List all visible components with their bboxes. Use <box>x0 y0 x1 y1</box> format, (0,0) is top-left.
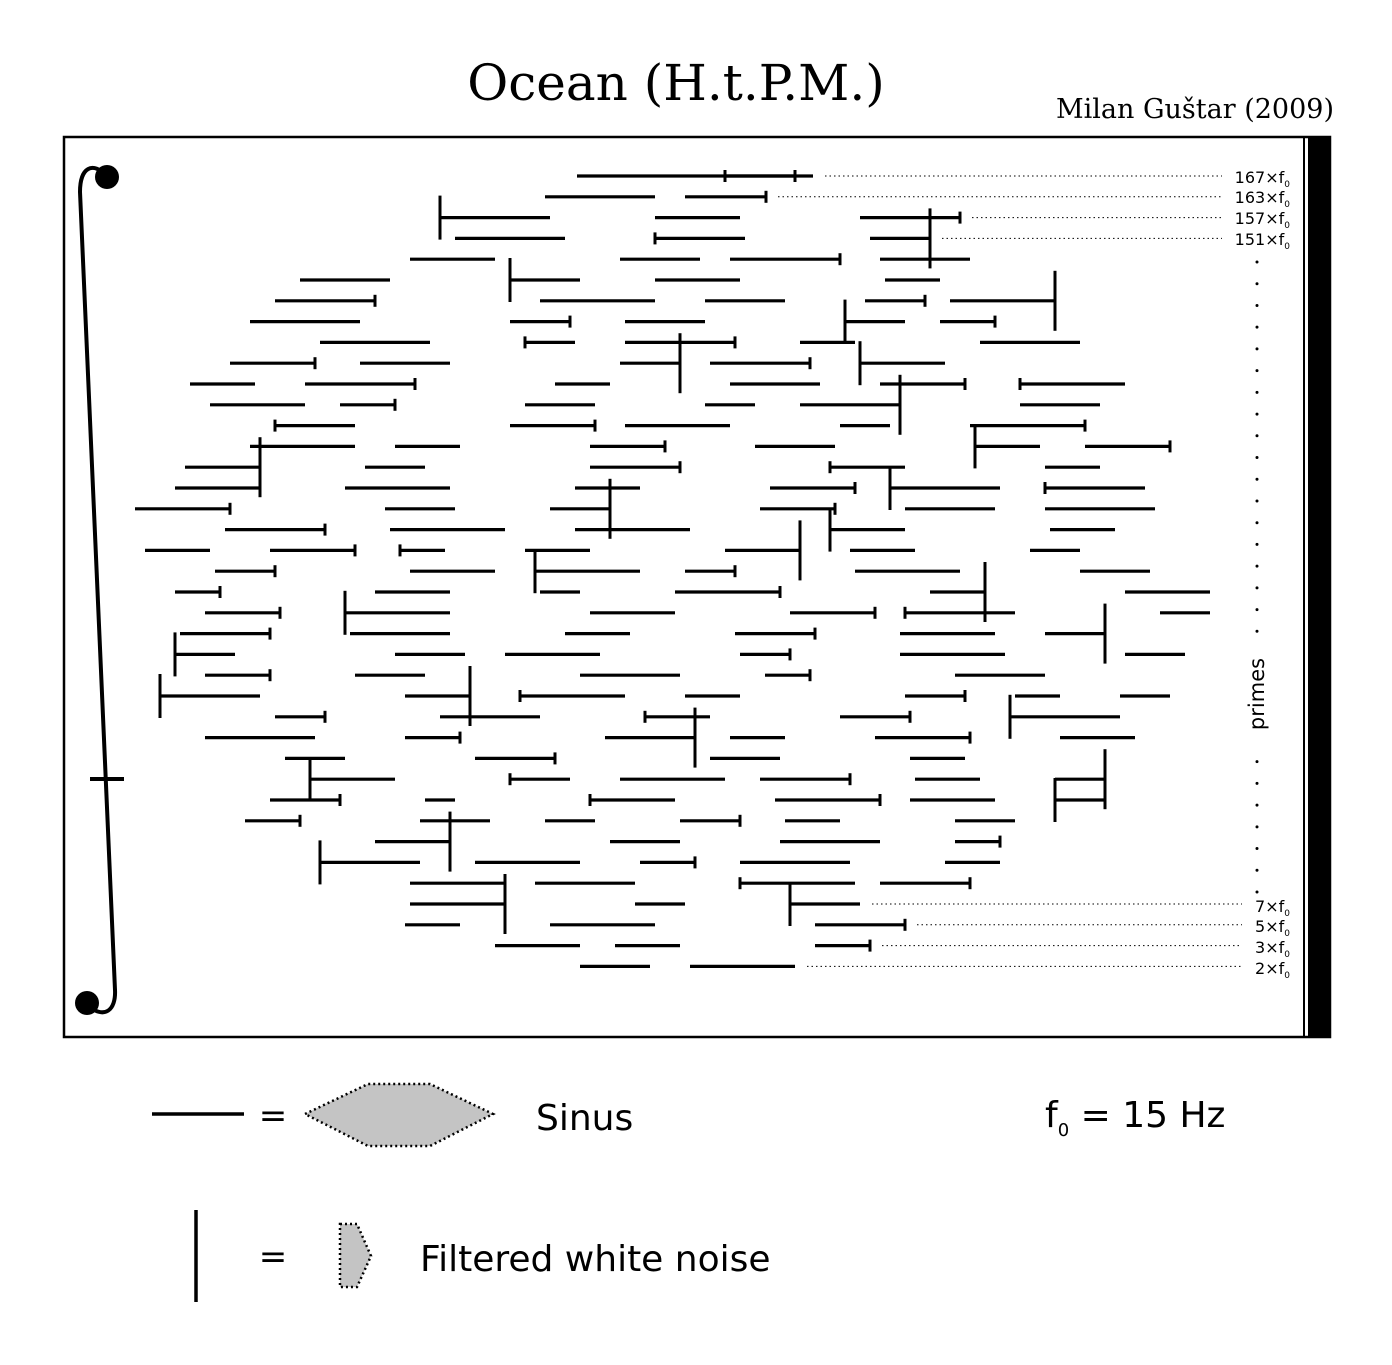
primes-axis-dot <box>1255 412 1259 416</box>
primes-axis-dot <box>1255 325 1259 329</box>
legend-eq-noise: = <box>259 1237 288 1277</box>
score-end-barline-thick <box>1308 137 1330 1037</box>
harmonic-label: 5×f0 <box>1255 917 1290 939</box>
sinus-envelope-icon <box>302 1082 496 1148</box>
integral-brace <box>75 165 124 1015</box>
primes-axis-dot <box>1255 781 1259 785</box>
harmonic-label: 151×f0 <box>1235 230 1291 252</box>
primes-axis-dot <box>1255 521 1259 525</box>
primes-axis-dot <box>1255 369 1259 373</box>
legend-sinus-label: Sinus <box>536 1098 633 1139</box>
primes-axis-dot <box>1255 456 1259 460</box>
primes-axis-dot <box>1255 564 1259 568</box>
score-frame <box>62 135 1332 1039</box>
harmonic-labels-top: 167×f0 163×f0 157×f0 151×f0 <box>1235 168 1291 252</box>
primes-axis-dot <box>1255 847 1259 851</box>
primes-axis-dot <box>1255 347 1259 351</box>
primes-axis-dot <box>1255 499 1259 503</box>
primes-axis-dot <box>1255 803 1259 807</box>
legend-noise-label: Filtered white noise <box>420 1239 771 1280</box>
harmonic-label: 167×f0 <box>1235 168 1291 190</box>
f0-value: f0 = 15 Hz <box>1045 1095 1225 1141</box>
composer-credit: Milan Guštar (2009) <box>1056 94 1334 125</box>
harmonic-label: 7×f0 <box>1255 897 1290 919</box>
harmonic-label: 2×f0 <box>1255 959 1290 981</box>
noise-markers <box>158 170 1172 952</box>
primes-axis-dot <box>1255 760 1259 764</box>
harmonic-label: 3×f0 <box>1255 938 1290 960</box>
primes-axis-dot <box>1255 608 1259 612</box>
primes-axis-dot <box>1255 586 1259 590</box>
score-title: Ocean (H.t.P.M.) <box>467 54 884 112</box>
primes-label-bg <box>1243 640 1273 745</box>
harmonic-labels-bottom: 7×f0 5×f0 3×f0 2×f0 <box>1255 897 1290 981</box>
sinus-segments <box>135 174 1210 969</box>
primes-axis-dot <box>1255 542 1259 546</box>
harmonic-label: 157×f0 <box>1235 209 1291 231</box>
legend-eq-sinus: = <box>259 1096 288 1136</box>
primes-axis-label: primes <box>1245 658 1269 730</box>
harmonic-label: 163×f0 <box>1235 188 1291 210</box>
primes-dotted-axis <box>1255 260 1259 894</box>
primes-axis-dot <box>1255 434 1259 438</box>
primes-axis-dot <box>1255 303 1259 307</box>
primes-axis-dot <box>1255 282 1259 286</box>
primes-axis-dot <box>1255 825 1259 829</box>
legend: = Sinus = Filtered white noise f0 = 15 H… <box>152 1082 1225 1302</box>
primes-axis-dot <box>1255 890 1259 894</box>
primes-axis-dot <box>1255 390 1259 394</box>
harmonic-leader-lines <box>778 175 1242 967</box>
primes-axis-dot <box>1255 477 1259 481</box>
noise-envelope-icon <box>338 1222 373 1289</box>
primes-axis-dot <box>1255 868 1259 872</box>
primes-axis-dot <box>1255 629 1259 633</box>
primes-axis-dot <box>1255 260 1259 264</box>
